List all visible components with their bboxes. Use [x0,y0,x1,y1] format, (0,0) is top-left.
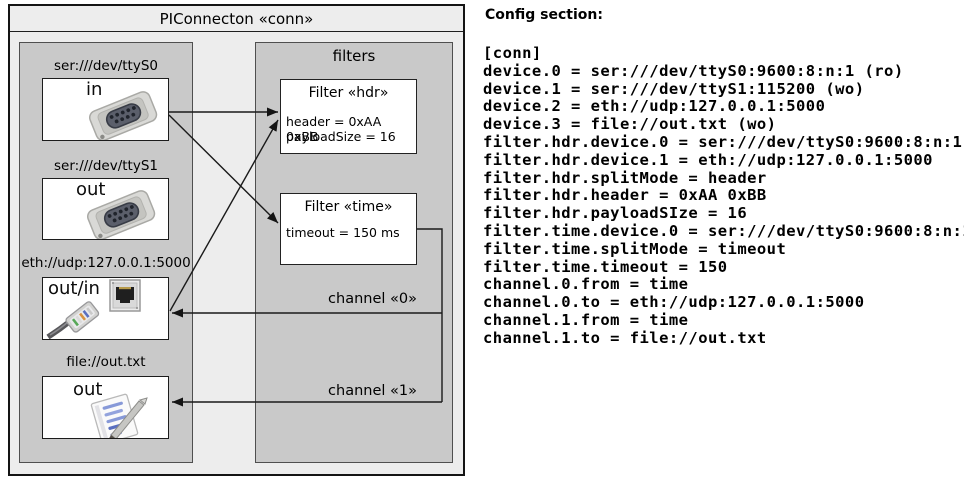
device-box-serial-out: out [42,178,169,240]
config-section-heading: Config section: [485,7,603,23]
serial-connector-icon [89,91,158,140]
device-mode-label: out/in [48,278,100,299]
filter-title: Filter «hdr» [308,85,389,101]
device-mode-label: out [76,179,106,200]
filter-attribute: header = 0xAA 0xBB [286,114,382,144]
channel-0-label: channel «0» [328,291,417,307]
notepad-icon [90,393,148,438]
filter-box-time: Filter «time» timeout = 150 ms [280,193,417,265]
filter-attribute: timeout = 150 ms [286,225,400,240]
config-text: [conn] device.0 = ser:///dev/ttyS0:9600:… [483,44,964,347]
filter-attribute: payloadSize = 16 [286,129,396,144]
serial-connector-icon [87,190,156,239]
filters-panel-title: filters [332,47,376,65]
channel-1-label: channel «1» [328,383,417,399]
device-uri-ttys0: ser:///dev/ttyS0 [54,58,158,74]
device-mode-label: in [86,79,103,100]
device-mode-label: out [73,379,103,400]
device-box-serial-in: in [42,78,169,141]
device-uri-eth: eth://udp:127.0.0.1:5000 [21,255,191,271]
device-box-ethernet: out/in [42,277,169,340]
device-box-file: out [42,376,169,439]
filter-box-hdr: Filter «hdr» header = 0xAA 0xBB payloadS… [280,79,417,154]
device-uri-ttys1: ser:///dev/ttyS1 [54,158,158,174]
device-uri-file: file://out.txt [66,354,146,370]
filter-title: Filter «time» [304,199,393,215]
diagram-title: PIConnecton «conn» [10,6,463,32]
ethernet-jack-icon [46,279,141,339]
